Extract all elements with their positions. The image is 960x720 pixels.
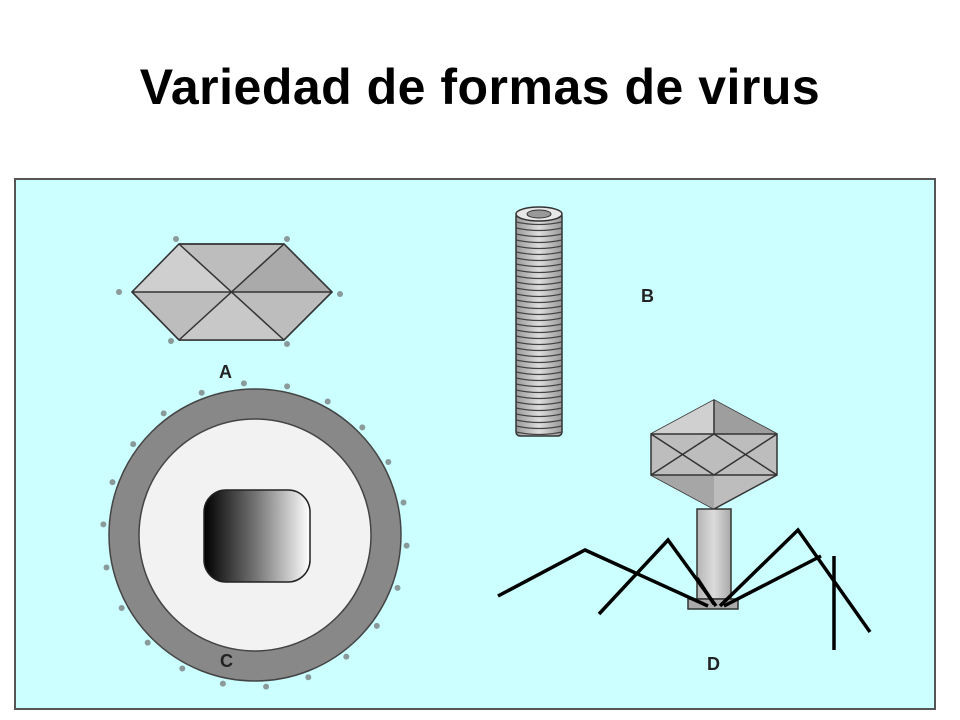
envelope-spike <box>385 459 392 465</box>
envelope-spike <box>263 683 270 690</box>
envelope-spike <box>240 380 247 387</box>
envelope-spike <box>130 441 137 448</box>
envelope-spike <box>109 479 116 486</box>
virus-a-icosahedral <box>116 236 343 347</box>
rod-ring <box>515 431 563 436</box>
slide-title: Variedad de formas de virus <box>139 59 821 115</box>
rod-ring <box>515 305 563 310</box>
rod-ring <box>515 221 563 226</box>
label-c: C <box>220 651 233 671</box>
rod-ring <box>515 233 563 238</box>
rod-ring <box>515 293 563 298</box>
label-b: B <box>641 286 654 306</box>
rod-ring <box>515 227 563 232</box>
rod-ring <box>515 323 563 328</box>
envelope-spike <box>160 410 167 417</box>
rod-ring <box>515 275 563 280</box>
rod-ring <box>515 371 563 376</box>
rod-ring <box>515 359 563 364</box>
envelope-spike <box>179 665 186 672</box>
envelope-spike <box>324 398 331 405</box>
rod-ring <box>515 425 563 430</box>
rod-ring <box>515 281 563 286</box>
label-a: A <box>219 362 232 382</box>
virus-d-bacteriophage <box>497 399 872 650</box>
rod-ring <box>515 245 563 250</box>
rod-ring <box>515 383 563 388</box>
rod-ring <box>515 395 563 400</box>
rod-ring <box>515 401 563 406</box>
rod-ring <box>515 377 563 382</box>
envelope-spike <box>343 653 350 660</box>
rod-ring <box>515 347 563 352</box>
envelope-spike <box>144 639 151 646</box>
envelope-spike <box>305 674 312 681</box>
virus-c-enveloped <box>100 380 410 690</box>
rod-ring <box>515 353 563 358</box>
rod-ring <box>515 287 563 292</box>
rod-ring <box>515 251 563 256</box>
rod-ring <box>515 335 563 340</box>
envelope-spike <box>394 584 401 591</box>
rod-ring <box>515 239 563 244</box>
rod-ring <box>515 419 563 424</box>
envelope-spike <box>284 383 291 390</box>
envelope-spike <box>403 542 410 549</box>
envelope-spike <box>219 680 226 687</box>
rod-ring <box>515 317 563 322</box>
rod-ring <box>515 311 563 316</box>
rod-ring <box>515 329 563 334</box>
envelope-spike <box>103 564 110 571</box>
envelope-spike <box>400 499 407 506</box>
rod-ring <box>515 299 563 304</box>
envelope-spike <box>373 622 380 629</box>
label-d: D <box>707 654 720 674</box>
virus-b-helical <box>515 206 563 437</box>
rod-ring <box>515 413 563 418</box>
rod-ring <box>515 407 563 412</box>
virus-shapes-diagram: A B C <box>14 178 936 710</box>
rod-ring <box>515 341 563 346</box>
envelope-spike <box>100 521 107 528</box>
rod-ring <box>515 257 563 262</box>
rod-ring <box>515 365 563 370</box>
envelope-spike <box>198 389 205 396</box>
rod-ring <box>515 263 563 268</box>
envelope-spike <box>359 424 366 431</box>
rod-ring <box>515 269 563 274</box>
envelope-spike <box>118 605 125 611</box>
rod-ring <box>515 389 563 394</box>
